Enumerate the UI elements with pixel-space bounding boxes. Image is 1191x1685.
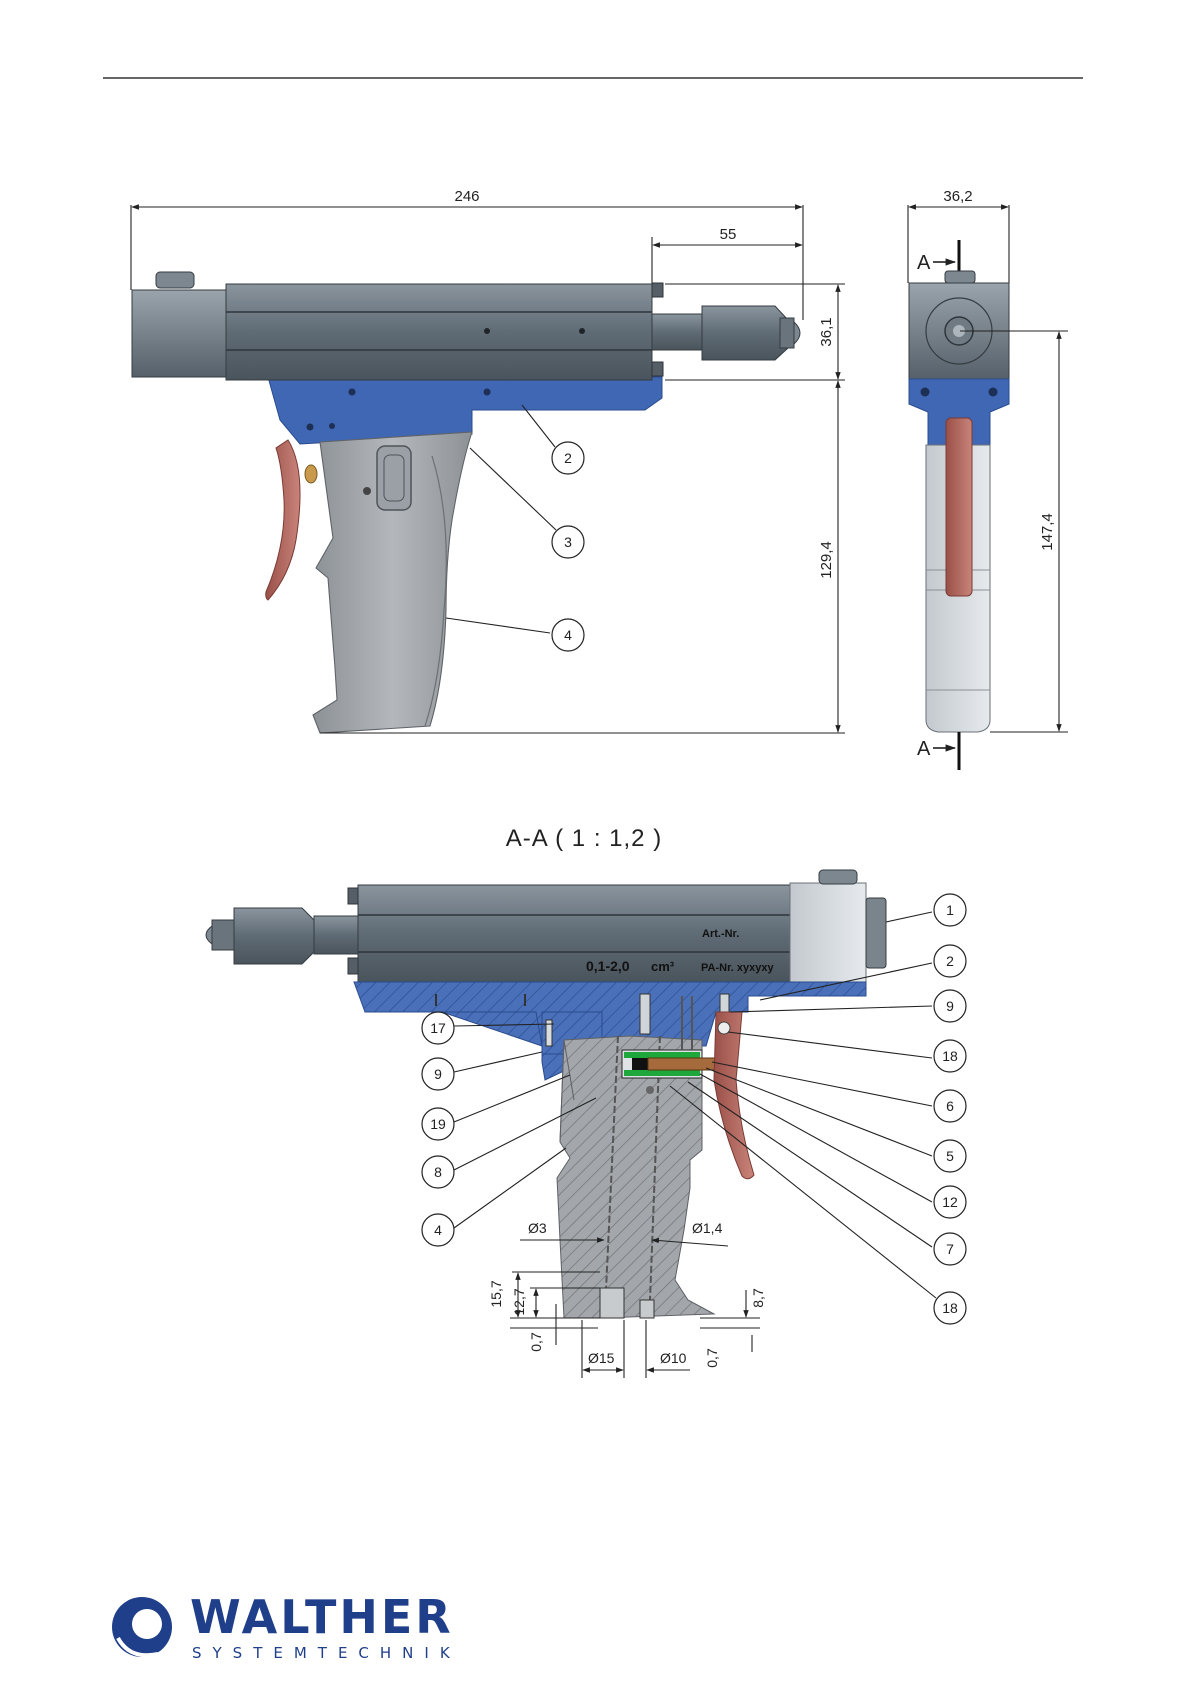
section-title: A-A ( 1 : 1,2 ) [506, 825, 662, 852]
dim-body-height: 36,1 [818, 317, 835, 346]
svg-text:4: 4 [564, 627, 572, 643]
balloon-9-left: 9 [422, 1058, 454, 1090]
balloon-2-section: 2 [934, 945, 966, 977]
section-marker-bottom: A [917, 738, 931, 760]
balloon-19: 19 [422, 1108, 454, 1140]
dim-grip-height: 129,4 [818, 541, 835, 579]
svg-text:2: 2 [946, 953, 954, 969]
logo-name: WALTHER [190, 1590, 454, 1644]
dim-thread-left: Ø15 [588, 1350, 615, 1366]
dim-offset-right: 0,7 [704, 1348, 720, 1368]
svg-text:7: 7 [946, 1241, 954, 1257]
svg-text:1: 1 [946, 902, 954, 918]
svg-text:19: 19 [430, 1116, 446, 1132]
svg-text:4: 4 [434, 1222, 442, 1238]
balloon-6: 6 [934, 1090, 966, 1122]
balloon-8: 8 [422, 1156, 454, 1188]
balloon-2: 2 [552, 442, 584, 474]
svg-text:8: 8 [434, 1164, 442, 1180]
svg-text:6: 6 [946, 1098, 954, 1114]
side-view: 246 55 36,1 [131, 188, 845, 733]
svg-text:12: 12 [942, 1194, 958, 1210]
dim-depth-right: 8,7 [750, 1288, 766, 1308]
dim-width: 36,2 [943, 188, 972, 205]
balloon-3: 3 [552, 526, 584, 558]
svg-text:18: 18 [942, 1048, 958, 1064]
dim-depth-inner: 12,7 [511, 1288, 527, 1315]
dim-bore-right: Ø1,4 [692, 1220, 723, 1236]
label-volume-unit: cm³ [651, 959, 675, 974]
svg-text:3: 3 [564, 534, 572, 550]
balloon-9-right: 9 [934, 990, 966, 1022]
front-view: 36,2 A A 147,4 [908, 188, 1068, 770]
balloon-1: 1 [934, 894, 966, 926]
section-marker-top: A [917, 252, 931, 274]
svg-text:5: 5 [946, 1148, 954, 1164]
balloon-17: 17 [422, 1012, 454, 1044]
label-volume: 0,1-2,0 [586, 958, 630, 974]
balloon-5: 5 [934, 1140, 966, 1172]
label-art-nr: Art.-Nr. [702, 928, 739, 940]
logo-subtitle: SYSTEMTECHNIK [192, 1644, 461, 1662]
svg-text:18: 18 [942, 1300, 958, 1316]
company-logo: WALTHER SYSTEMTECHNIK [112, 1590, 461, 1662]
dim-bore-left: Ø3 [528, 1220, 547, 1236]
svg-text:17: 17 [430, 1020, 446, 1036]
dim-front-length: 55 [720, 226, 737, 243]
balloon-12: 12 [934, 1186, 966, 1218]
dim-depth-outer: 15,7 [488, 1280, 504, 1307]
dim-thread-right: Ø10 [660, 1350, 687, 1366]
balloon-18-upper: 18 [934, 1040, 966, 1072]
svg-text:2: 2 [564, 450, 572, 466]
label-pa-nr: PA-Nr. xyxyxy [701, 962, 774, 974]
svg-text:9: 9 [434, 1066, 442, 1082]
logo-swirl-icon [112, 1597, 172, 1657]
balloon-7: 7 [934, 1233, 966, 1265]
balloon-18-lower: 18 [934, 1292, 966, 1324]
dim-overall-length: 246 [454, 188, 479, 205]
section-view: A-A ( 1 : 1,2 ) Art.-Nr. 0,1-2,0 cm³ PA-… [206, 825, 966, 1378]
svg-text:9: 9 [946, 998, 954, 1014]
dim-total-height: 147,4 [1039, 513, 1056, 551]
balloon-4: 4 [552, 619, 584, 651]
balloon-4-section: 4 [422, 1214, 454, 1246]
dim-offset-left: 0,7 [528, 1332, 544, 1352]
